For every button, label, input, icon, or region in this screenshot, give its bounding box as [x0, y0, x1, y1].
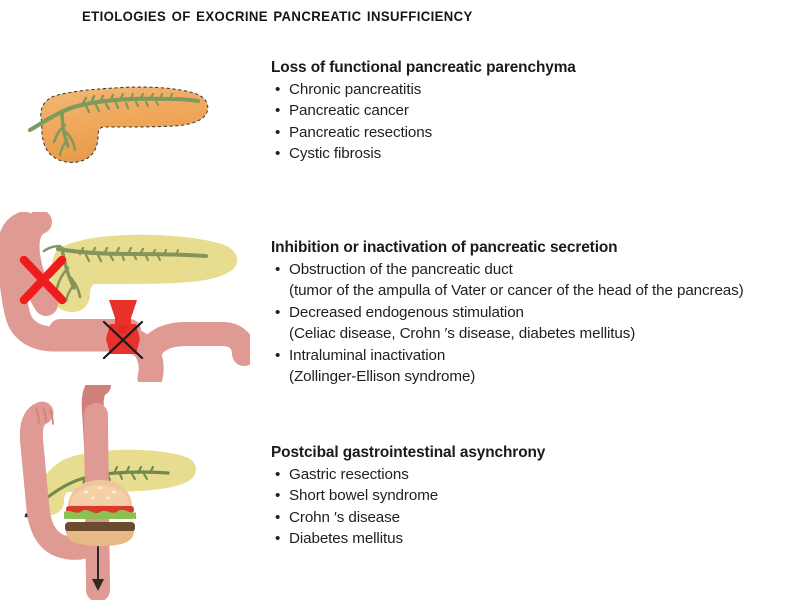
section-list: • Gastric resections • Short bowel syndr…	[271, 464, 545, 550]
section-list: • Chronic pancreatitis • Pancreatic canc…	[271, 79, 576, 165]
list-item: • Diabetes mellitus	[271, 528, 545, 549]
list-item: • Pancreatic cancer	[271, 100, 576, 121]
ampulla-of-vater	[106, 300, 140, 354]
bullet-icon: •	[275, 487, 281, 505]
list-item-text: Cystic fibrosis	[289, 145, 382, 163]
list-item: • Decreased endogenous stimulation (Celi…	[271, 302, 744, 345]
list-item-text: Short bowel syndrome	[289, 487, 439, 505]
hamburger-meal-icon	[64, 480, 136, 546]
section-heading: Postcibal gastrointestinal asynchrony	[271, 444, 546, 461]
bullet-icon: •	[275, 81, 281, 98]
list-item-subtext: (tumor of the ampulla of Vater or cancer…	[289, 282, 744, 300]
bullet-icon: •	[275, 123, 281, 141]
bullet-icon: •	[275, 466, 281, 483]
list-item-subtext: (Zollinger-Ellison syndrome)	[289, 368, 476, 386]
section-list: • Obstruction of the pancreatic duct (tu…	[271, 259, 744, 387]
secretion-block-x-icon	[19, 255, 67, 305]
list-item-text: Decreased endogenous stimulation	[289, 303, 524, 321]
bullet-icon: •	[275, 530, 281, 548]
illustration-postgastrectomy-with-meal	[0, 374, 235, 605]
bullet-icon: •	[275, 102, 281, 120]
illustration-duodenum-pancreas-blocked	[0, 210, 256, 391]
list-item: • Crohn ′s disease	[271, 507, 545, 528]
ampulla-block-x-icon	[102, 320, 144, 360]
list-item: • Chronic pancreatitis	[271, 79, 576, 100]
section-heading: Inhibition or inactivation of pancreatic…	[271, 239, 618, 256]
pancreatic-duct-tree	[27, 92, 201, 157]
page-title: Etiologies of exocrine pancreatic insuff…	[82, 4, 473, 26]
section-loss-of-parenchyma: Loss of functional pancreatic parenchyma…	[271, 58, 576, 165]
list-item: • Gastric resections	[271, 464, 545, 485]
transit-arrow-icon	[92, 546, 104, 591]
list-item: • Intraluminal inactivation (Zollinger-E…	[271, 345, 744, 388]
list-item: • Pancreatic resections	[271, 122, 576, 143]
list-item: • Obstruction of the pancreatic duct (tu…	[271, 259, 744, 302]
bullet-icon: •	[275, 508, 281, 526]
list-item-text: Intraluminal inactivation	[289, 346, 446, 364]
section-inhibition-or-inactivation: Inhibition or inactivation of pancreatic…	[271, 238, 744, 387]
list-item-text: Crohn ′s disease	[289, 508, 400, 526]
pancreatic-duct-tree	[42, 244, 208, 303]
duodenum-obstruction-svg	[0, 210, 256, 391]
list-item-text: Chronic pancreatitis	[289, 81, 422, 98]
list-item-text: Pancreatic cancer	[289, 102, 409, 120]
bullet-icon: •	[275, 303, 281, 321]
list-item: • Cystic fibrosis	[271, 143, 576, 164]
list-item-subtext: (Celiac disease, Crohn ′s disease, diabe…	[289, 325, 636, 343]
bullet-icon: •	[275, 261, 281, 278]
list-item: • Short bowel syndrome	[271, 485, 545, 506]
section-heading: Loss of functional pancreatic parenchyma	[271, 59, 576, 76]
list-item-text: Obstruction of the pancreatic duct	[289, 261, 513, 278]
section-postcibal-asynchrony: Postcibal gastrointestinal asynchrony • …	[271, 443, 545, 550]
pancreas-pale	[50, 234, 238, 313]
illustration-pancreas-with-duct	[18, 70, 218, 180]
bullet-icon: •	[275, 346, 281, 364]
pancreas-diagram-svg	[27, 86, 209, 163]
bullet-icon: •	[275, 145, 281, 163]
list-item-text: Gastric resections	[289, 466, 409, 483]
postcibal-asynchrony-svg	[19, 374, 196, 602]
list-item-text: Pancreatic resections	[289, 123, 433, 141]
list-item-text: Diabetes mellitus	[289, 530, 403, 548]
pancreas-pale	[32, 449, 196, 515]
